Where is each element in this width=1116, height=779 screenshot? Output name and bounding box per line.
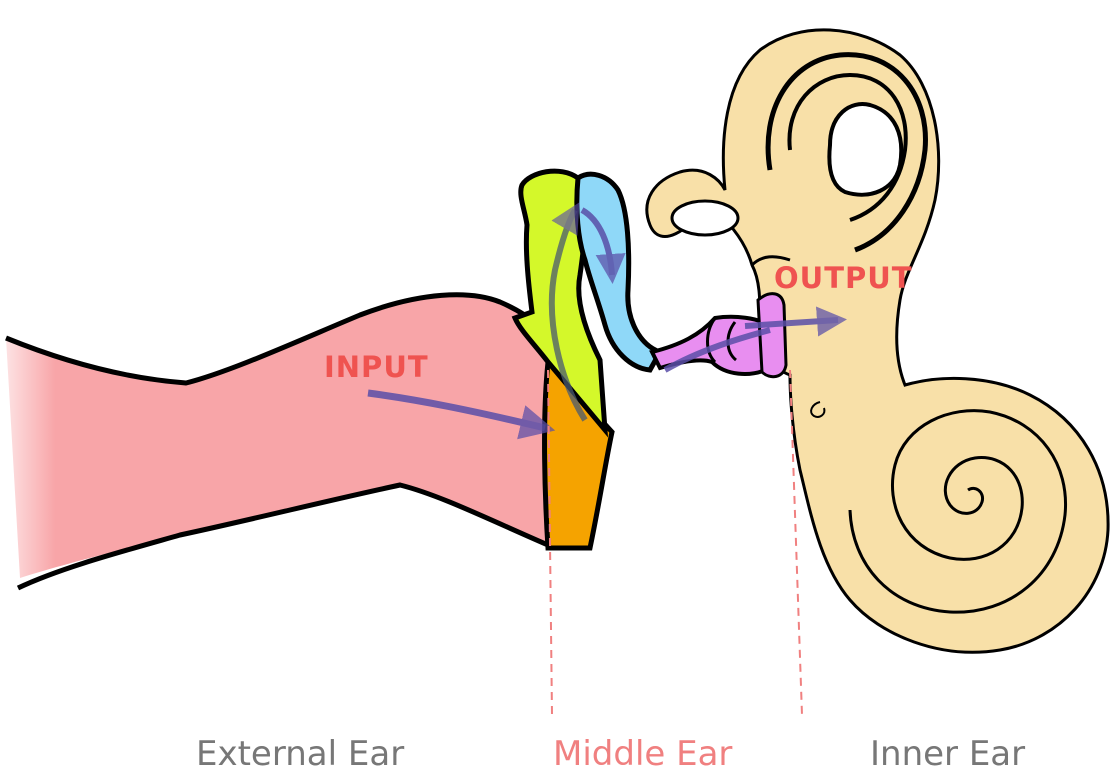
- ear-canal: [6, 295, 554, 578]
- middle-ear-label: Middle Ear: [553, 734, 732, 774]
- inner-ear-label: Inner Ear: [870, 734, 1025, 774]
- external-ear-label: External Ear: [196, 734, 404, 774]
- input-label: INPUT: [324, 350, 429, 384]
- output-label: OUTPUT: [774, 261, 913, 295]
- lateral-canal: [672, 201, 738, 235]
- semicircular-canal-opening: [829, 104, 901, 195]
